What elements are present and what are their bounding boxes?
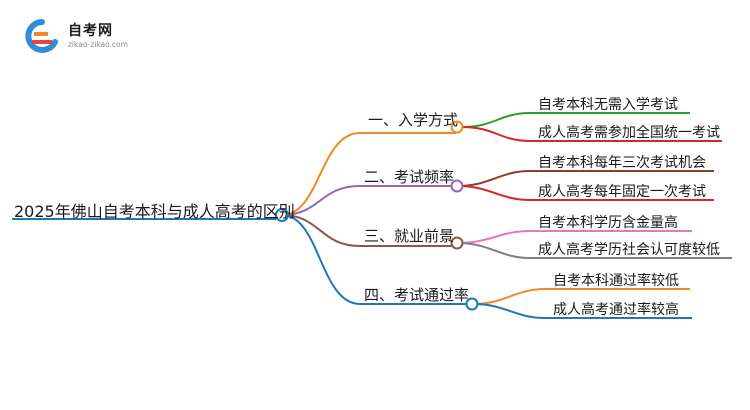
leaf-label-1-1[interactable]: 自考本科无需入学考试 <box>538 97 678 113</box>
logo-name: 自考网 <box>68 23 113 39</box>
branch-node-circle-3 <box>450 236 464 250</box>
root-node-label[interactable]: 2025年佛山自考本科与成人高考的区别 <box>14 202 295 221</box>
logo-domain: zikao-zikao.com <box>68 40 128 49</box>
branch-connector-2 <box>281 185 452 216</box>
branch-label-3[interactable]: 三、就业前景 <box>364 227 455 245</box>
leaf-label-4-2[interactable]: 成人高考通过率较高 <box>553 302 679 318</box>
leaf-label-3-1[interactable]: 自考本科学历含金量高 <box>538 215 678 231</box>
leaf-label-2-2[interactable]: 成人高考每年固定一次考试 <box>538 184 706 200</box>
branch-node-circle-4 <box>465 297 479 311</box>
branch-label-1[interactable]: 一、入学方式 <box>368 111 459 129</box>
branch-connector-4 <box>281 214 468 305</box>
branch-connector-1 <box>281 132 456 216</box>
logo-icon <box>25 19 58 53</box>
branch-node-circle-1 <box>450 120 464 134</box>
branch-node-circle-2 <box>450 179 464 193</box>
leaf-label-4-1[interactable]: 自考本科通过率较低 <box>553 273 679 289</box>
root-node-circle <box>275 208 289 222</box>
branch-label-4[interactable]: 四、考试通过率 <box>364 286 470 304</box>
leaf-connector-4-2 <box>473 303 692 319</box>
leaf-connector-3-2 <box>457 242 732 259</box>
leaf-connector-2-2 <box>457 185 714 201</box>
leaf-label-2-1[interactable]: 自考本科每年三次考试机会 <box>538 155 706 171</box>
branch-connector-3 <box>281 214 452 247</box>
leaf-label-1-2[interactable]: 成人高考需参加全国统一考试 <box>538 125 720 141</box>
branch-label-2[interactable]: 二、考试频率 <box>364 168 455 186</box>
leaf-label-3-2[interactable]: 成人高考学历社会认可度较低 <box>538 242 720 258</box>
site-logo[interactable]: 自考网 zikao-zikao.com <box>22 16 152 56</box>
leaf-connector-1-2 <box>461 126 722 142</box>
